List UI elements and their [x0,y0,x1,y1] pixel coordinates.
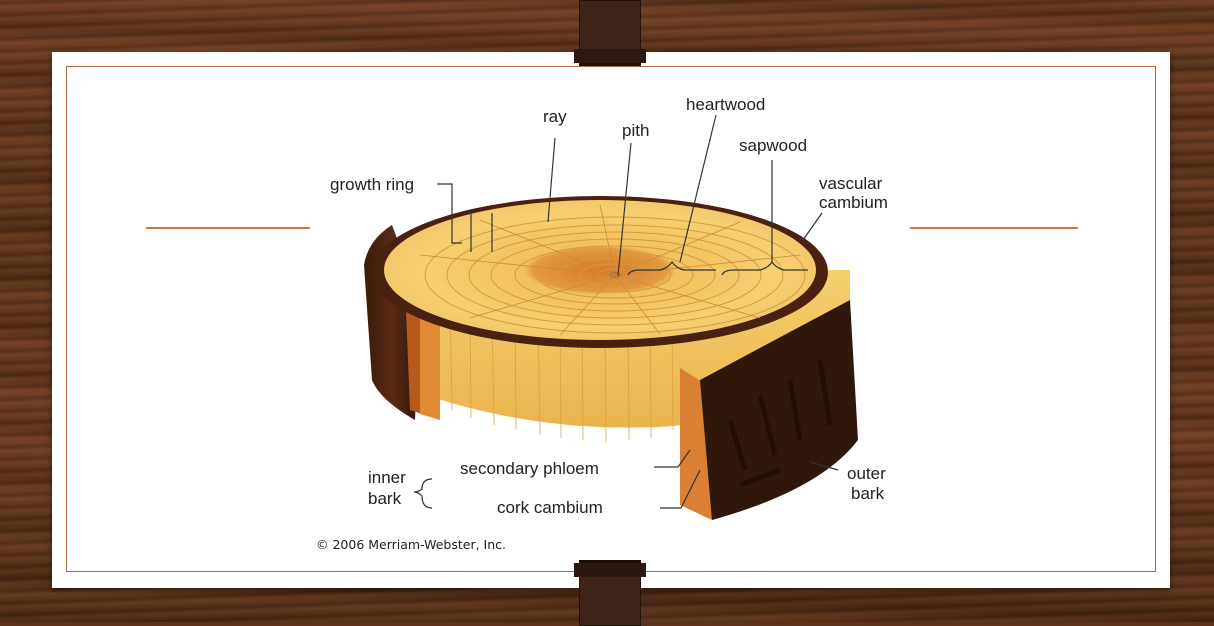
label-inner: inner [368,469,406,487]
label-sapwood: sapwood [739,137,807,155]
label-heartwood: heartwood [686,96,765,114]
bottom-binder-clip [579,560,641,626]
top-binder-clip [579,0,641,66]
label-outer: outer [847,465,886,483]
left-phloem-layer [420,312,440,420]
label-growth-ring: growth ring [330,176,414,194]
label-secondary-phloem: secondary phloem [460,460,599,478]
label-ray: ray [543,108,567,126]
copyright-notice: © 2006 Merriam-Webster, Inc. [316,537,506,552]
label-cork-cambium: cork cambium [497,499,603,517]
label-outer-bark: bark [851,485,884,503]
label-vascular: vascular [819,175,882,193]
label-inner-bark: bark [368,490,401,508]
label-cambium: cambium [819,194,888,212]
label-pith: pith [622,122,649,140]
